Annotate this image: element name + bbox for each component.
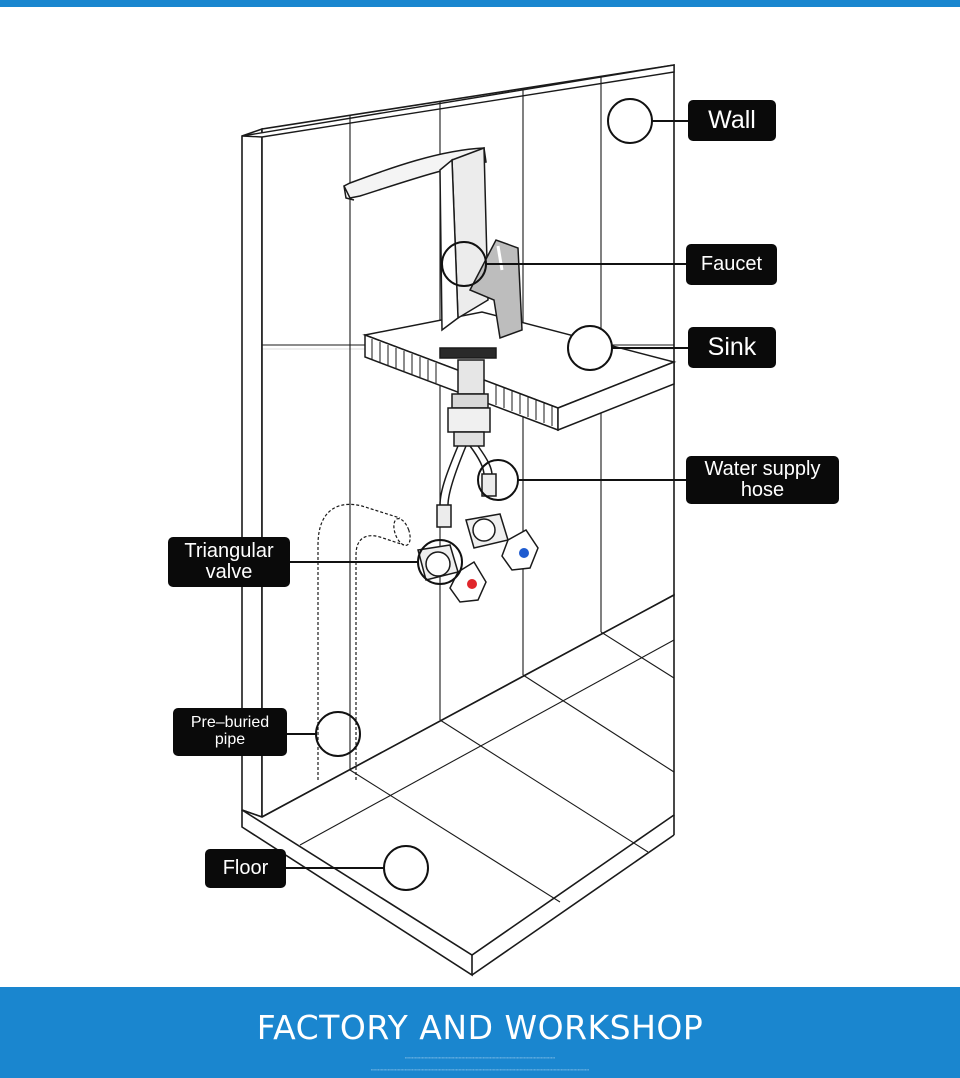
- callout-circle-pipe: [315, 711, 361, 757]
- callout-circle-wall: [607, 98, 653, 144]
- callout-circle-floor: [383, 845, 429, 891]
- label-triangular-valve-text: Triangular valve: [184, 540, 274, 583]
- label-triangular-valve: Triangular valve: [168, 537, 290, 587]
- label-floor-text: Floor: [222, 857, 269, 879]
- callout-circle-faucet: [441, 241, 487, 287]
- footer-fine-print-decoration: ▪▪▪▪▪▪▪▪▪▪▪▪▪▪▪▪▪▪▪▪▪▪▪▪▪▪▪▪▪▪▪▪▪▪▪▪▪▪▪▪…: [370, 1067, 590, 1072]
- callout-circle: [315, 98, 653, 891]
- label-water-supply-hose: Water supply hose: [686, 456, 839, 504]
- label-wall: Wall: [688, 100, 776, 141]
- hose-icon: [436, 445, 497, 528]
- footer-banner: FACTORY AND WORKSHOP ▪▪▪▪▪▪▪▪▪▪▪▪▪▪▪▪▪▪▪…: [0, 987, 960, 1078]
- label-sink-text: Sink: [707, 333, 757, 362]
- callout-circle-hose: [477, 459, 519, 501]
- label-floor: Floor: [205, 849, 286, 888]
- label-wall-text: Wall: [708, 106, 756, 135]
- footer-title: FACTORY AND WORKSHOP: [256, 1008, 704, 1047]
- label-sink: Sink: [688, 327, 776, 368]
- plumbing-diagram: [241, 64, 688, 977]
- label-pre-buried-pipe-text: Pre–buried pipe: [190, 714, 270, 748]
- callout-circle-valve: [417, 539, 463, 585]
- label-faucet-text: Faucet: [700, 253, 763, 275]
- label-pre-buried-pipe: Pre–buried pipe: [173, 708, 287, 756]
- top-accent-bar: [0, 0, 960, 7]
- label-water-supply-hose-text: Water supply hose: [704, 458, 821, 501]
- pipe-icon: [317, 503, 411, 780]
- room-outline: [241, 64, 675, 977]
- label-faucet: Faucet: [686, 244, 777, 285]
- callout-lines: [286, 120, 688, 869]
- footer-fine-print-decoration: ▪▪▪▪▪▪▪▪▪▪▪▪▪▪▪▪▪▪▪▪▪▪▪▪▪▪▪▪▪▪▪▪▪▪▪▪▪▪▪▪…: [404, 1055, 556, 1060]
- callout-circle-sink: [567, 325, 613, 371]
- floor-tiles: [299, 631, 675, 903]
